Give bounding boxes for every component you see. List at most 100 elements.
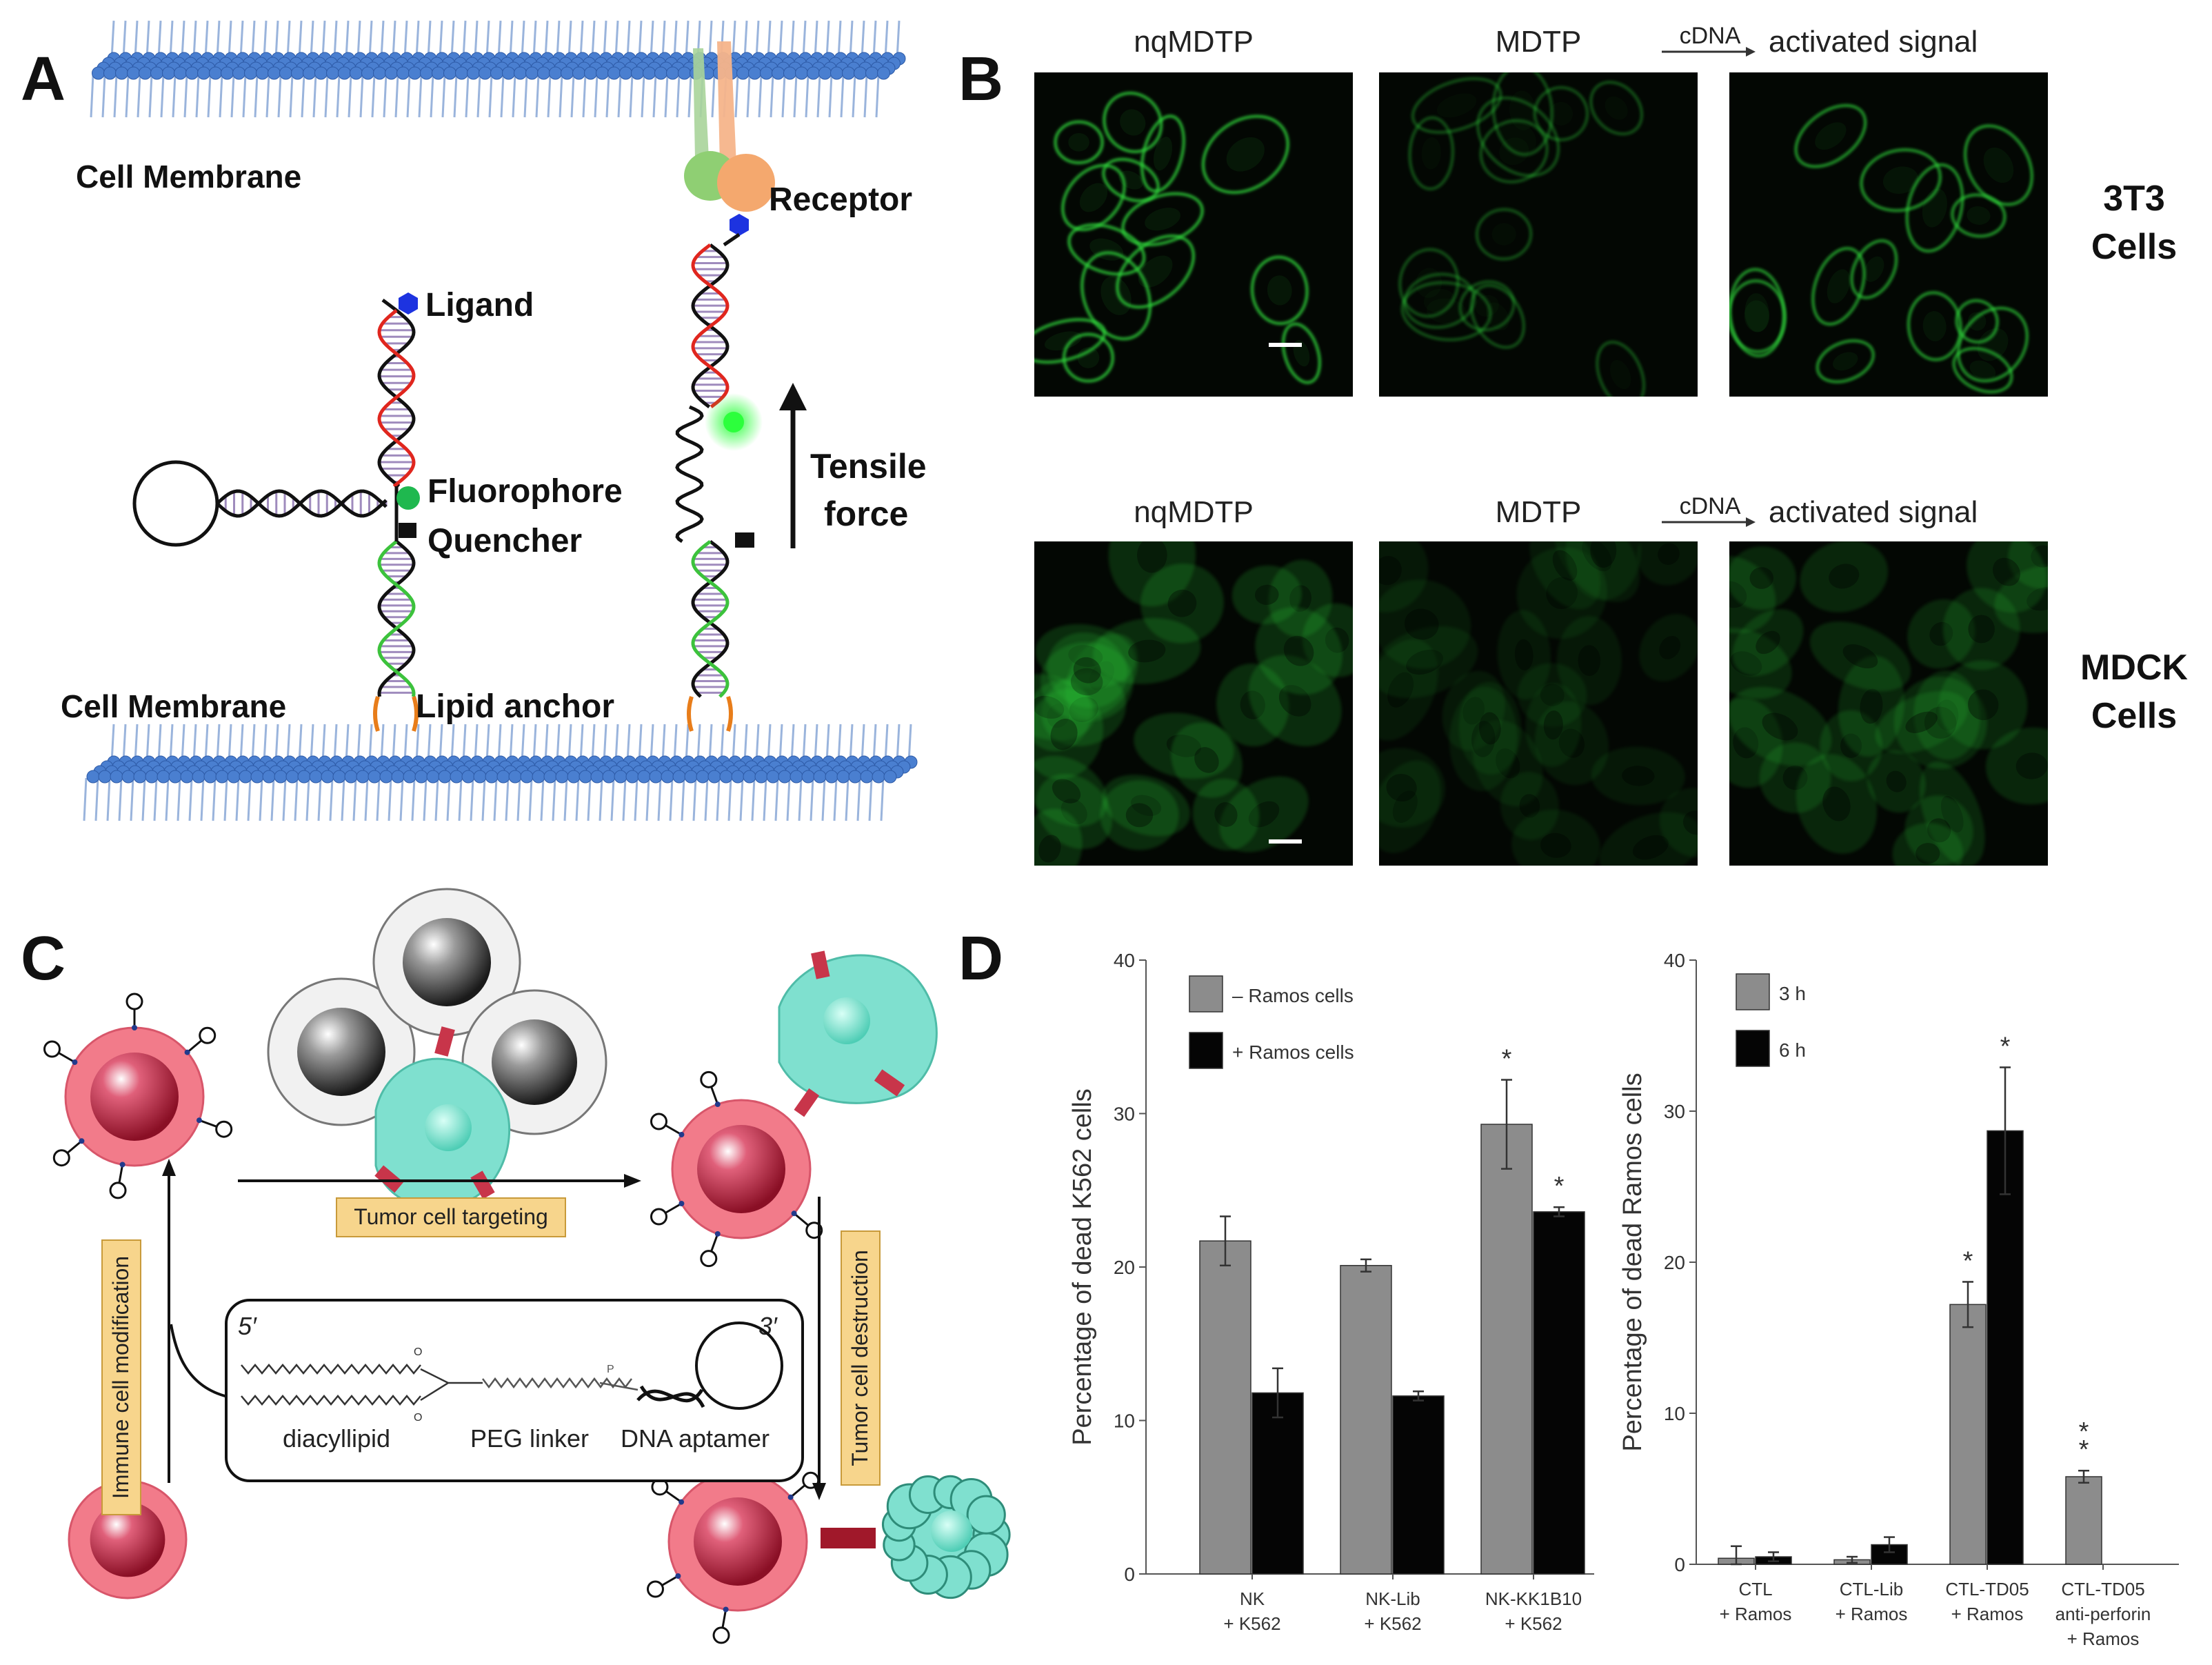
tumor-destruction-tag — [841, 1230, 881, 1486]
svg-text:O: O — [414, 1346, 422, 1358]
immune-modification-label: Immune cell modification — [108, 1256, 133, 1499]
ligand-bound-icon — [730, 214, 749, 236]
cell-line-label: MDCK — [2080, 648, 2188, 688]
cells-label: Cells — [2091, 227, 2177, 267]
immune-modification-tag — [101, 1239, 141, 1515]
force-label: force — [824, 495, 908, 533]
quencher-icon — [399, 523, 416, 538]
panel-letter-b: B — [958, 45, 1003, 114]
x-tick-label: NK-KK1B10 — [1485, 1588, 1582, 1609]
lipid-anchor-label: Lipid anchor — [416, 688, 614, 725]
immune-cell — [68, 1479, 188, 1599]
x-tick-label: NK-Lib — [1365, 1588, 1420, 1609]
probe-stretched — [675, 232, 741, 732]
perforin-channel — [821, 1528, 876, 1548]
x-tick-label: + K562 — [1505, 1613, 1562, 1634]
peg-linker-label: PEG linker — [470, 1424, 589, 1453]
micrograph-0-0 — [1034, 72, 1353, 397]
legend-label: 3 h — [1779, 983, 1806, 1004]
y-tick-label: 10 — [1664, 1403, 1685, 1424]
dna-aptamer-label: DNA aptamer — [621, 1424, 770, 1453]
y-tick-label: 20 — [1664, 1252, 1685, 1273]
cdna-label: cDNA — [1680, 23, 1741, 49]
micrograph-0-2 — [1729, 72, 2048, 397]
aptamer-conjugate-box — [225, 1299, 804, 1482]
fluorophore-icon — [396, 486, 420, 510]
bar — [1251, 1392, 1304, 1575]
legend-label: 6 h — [1779, 1039, 1806, 1061]
ligand-icon — [399, 292, 418, 315]
x-tick-label: + K562 — [1223, 1613, 1280, 1634]
gray-cell-cluster — [267, 888, 607, 1209]
dna-aptamer-structure — [636, 1322, 783, 1410]
bar — [1533, 1211, 1585, 1575]
membrane-bottom — [83, 724, 918, 821]
svg-text:O: O — [414, 1412, 422, 1424]
micro-header-activated: activated signal — [1769, 25, 1978, 59]
significance-marker: * — [2000, 1032, 2011, 1061]
legend-label: – Ramos cells — [1232, 985, 1354, 1006]
tumor-targeting-tag — [336, 1197, 566, 1237]
panel-a: A Cell Membrane Cell Membrane Receptor L… — [21, 20, 927, 821]
tumor-destruction-label: Tumor cell destruction — [847, 1250, 872, 1466]
peg-linker-structure: P — [482, 1364, 639, 1391]
legend-swatch — [1736, 973, 1770, 1010]
micro-header-mdtp: MDTP — [1496, 495, 1582, 529]
significance-marker: * — [1554, 1172, 1565, 1201]
bar — [1987, 1130, 2024, 1565]
panel-letter-a: A — [21, 45, 66, 114]
immune-cell — [650, 1070, 823, 1268]
quencher-icon-right — [735, 532, 754, 548]
fluorophore-label: Fluorophore — [428, 473, 623, 510]
receptor-label: Receptor — [769, 181, 912, 218]
micro-header-nqmdtp: nqMDTP — [1134, 25, 1254, 59]
five-prime-label: 5′ — [238, 1312, 257, 1340]
tumor-cell-top-right — [778, 950, 938, 1117]
x-tick-label: + Ramos — [1836, 1604, 1908, 1624]
micrograph-1-2 — [1729, 541, 2048, 866]
legend-swatch — [1189, 1032, 1223, 1069]
y-tick-label: 40 — [1664, 950, 1685, 971]
significance-marker: * — [2079, 1417, 2089, 1446]
x-tick-label: + Ramos — [1951, 1604, 2024, 1624]
probe-unstretched — [132, 299, 419, 732]
y-tick-label: 20 — [1114, 1257, 1135, 1278]
dying-tumor-cell — [881, 1475, 1011, 1599]
x-tick-label: + K562 — [1364, 1613, 1421, 1634]
targeting-arrow-head — [624, 1174, 641, 1188]
panel-letter-d: D — [958, 924, 1003, 993]
cdna-label: cDNA — [1680, 493, 1741, 519]
immune-cell — [43, 993, 233, 1199]
cell-membrane-bottom-label: Cell Membrane — [61, 688, 286, 724]
micro-header-nqmdtp: nqMDTP — [1134, 495, 1254, 529]
x-tick-label: anti-perforin — [2055, 1604, 2151, 1624]
panel-letter-c: C — [21, 924, 66, 993]
y-tick-label: 0 — [1674, 1554, 1685, 1575]
bar — [1392, 1395, 1445, 1575]
cells-label: Cells — [2091, 696, 2177, 736]
y-axis-label: Percentage of dead K562 cells — [1068, 1088, 1097, 1446]
micrograph-1-1 — [1379, 541, 1698, 866]
modification-curve — [170, 1324, 228, 1398]
y-tick-label: 40 — [1114, 950, 1135, 971]
fluorophore-on-icon — [723, 412, 744, 432]
tensile-label: Tensile — [810, 447, 927, 486]
x-tick-label: CTL — [1738, 1579, 1772, 1599]
y-axis-label: Percentage of dead Ramos cells — [1618, 1073, 1647, 1451]
y-tick-label: 30 — [1664, 1101, 1685, 1122]
legend-label: + Ramos cells — [1232, 1041, 1354, 1063]
bar — [1949, 1304, 1987, 1565]
x-tick-label: CTL-TD05 — [2061, 1579, 2144, 1599]
y-tick-label: 10 — [1114, 1410, 1135, 1432]
tensile-arrow-head — [779, 383, 807, 410]
quencher-label: Quencher — [428, 523, 582, 559]
micrograph-0-1 — [1379, 72, 1698, 397]
bar — [1340, 1265, 1392, 1575]
legend-swatch — [1189, 975, 1223, 1013]
x-tick-label: + Ramos — [1720, 1604, 1792, 1624]
